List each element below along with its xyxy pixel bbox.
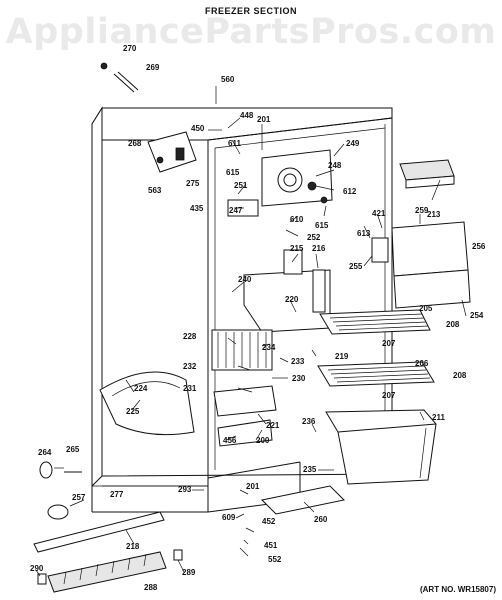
callout-251: 251 [234, 181, 248, 190]
callout-451: 451 [264, 541, 278, 550]
callout-201-bottom: 201 [246, 482, 260, 491]
diagram-title: FREEZER SECTION [204, 6, 297, 16]
leader-lines [35, 86, 467, 577]
callout-421: 421 [372, 209, 386, 218]
callout-221: 221 [266, 421, 280, 430]
callout-448: 448 [240, 111, 254, 120]
callout-205: 205 [419, 304, 433, 313]
ice-bucket-door [371, 221, 471, 309]
callout-labels: 270 269 560 448 450 611 201 268 615 249 … [30, 44, 486, 592]
lower-wire-shelf [317, 361, 435, 387]
callout-220: 220 [285, 295, 299, 304]
freezer-basket [325, 409, 437, 485]
callout-211: 211 [432, 413, 445, 422]
drain-pan [260, 485, 346, 515]
callout-206: 206 [415, 359, 429, 368]
callout-259: 259 [415, 206, 429, 215]
callout-215: 215 [290, 244, 304, 253]
callout-269: 269 [146, 63, 160, 72]
callout-236: 236 [302, 417, 316, 426]
control-housing [227, 149, 333, 217]
callout-207-upper: 207 [382, 339, 396, 348]
evaporator-cover [243, 249, 331, 333]
callout-208-upper: 208 [446, 320, 460, 329]
callout-208-lower: 208 [453, 371, 467, 380]
ice-tray [399, 159, 455, 189]
callout-233: 233 [291, 357, 305, 366]
callout-610: 610 [290, 215, 304, 224]
callout-255: 255 [349, 262, 363, 271]
cabinet-liner [91, 106, 393, 513]
callout-560: 560 [221, 75, 235, 84]
callout-216: 216 [312, 244, 326, 253]
callout-289: 289 [182, 568, 196, 577]
upper-wire-shelf [319, 309, 431, 335]
callout-234: 234 [262, 343, 276, 352]
art-number: (ART NO. WR15807) [419, 585, 496, 594]
callout-207-lower: 207 [382, 391, 396, 400]
callout-288: 288 [144, 583, 158, 592]
callout-225: 225 [126, 407, 140, 416]
callout-265: 265 [66, 445, 80, 454]
door-closer-rod [100, 62, 139, 93]
ice-scoop [99, 371, 195, 436]
callout-290: 290 [30, 564, 44, 573]
callout-563: 563 [148, 186, 162, 195]
callout-260: 260 [314, 515, 328, 524]
callout-609: 609 [222, 513, 236, 522]
callout-450: 450 [191, 124, 205, 133]
callout-252: 252 [307, 233, 321, 242]
callout-611: 611 [228, 139, 241, 148]
callout-248: 248 [328, 161, 342, 170]
callout-615-upper: 615 [226, 168, 240, 177]
callout-247: 247 [229, 206, 243, 215]
cabinet-foot [47, 504, 69, 520]
callout-218: 218 [126, 542, 140, 551]
callout-231: 231 [183, 384, 197, 393]
defrost-drain-trough [213, 385, 277, 447]
callout-612: 612 [343, 187, 357, 196]
base-grille [37, 549, 183, 593]
callout-277: 277 [110, 490, 124, 499]
hinge-assembly [147, 131, 197, 173]
callout-200: 200 [256, 436, 270, 445]
evaporator-coil [211, 329, 273, 371]
callout-235: 235 [303, 465, 317, 474]
callout-219: 219 [335, 352, 349, 361]
callout-456: 456 [223, 436, 237, 445]
callout-452: 452 [262, 517, 276, 526]
callout-254: 254 [470, 311, 484, 320]
callout-270: 270 [123, 44, 137, 53]
callout-201-top: 201 [257, 115, 271, 124]
watermark: AppliancePartsPros.com [5, 12, 497, 52]
callout-230: 230 [292, 374, 306, 383]
callout-232: 232 [183, 362, 197, 371]
callout-240: 240 [238, 275, 252, 284]
callout-224: 224 [134, 384, 148, 393]
callout-213: 213 [427, 210, 441, 219]
leveling-leg [39, 461, 82, 479]
callout-228: 228 [183, 332, 197, 341]
callout-435: 435 [190, 204, 204, 213]
callout-264: 264 [38, 448, 52, 457]
callout-615-lower: 615 [315, 221, 329, 230]
callout-275: 275 [186, 179, 200, 188]
callout-268: 268 [128, 139, 142, 148]
callout-293: 293 [178, 485, 192, 494]
callout-249: 249 [346, 139, 360, 148]
bottom-rail [33, 511, 165, 553]
callout-256: 256 [472, 242, 486, 251]
callout-257: 257 [72, 493, 86, 502]
callout-613: 613 [357, 229, 371, 238]
callout-552: 552 [268, 555, 282, 564]
